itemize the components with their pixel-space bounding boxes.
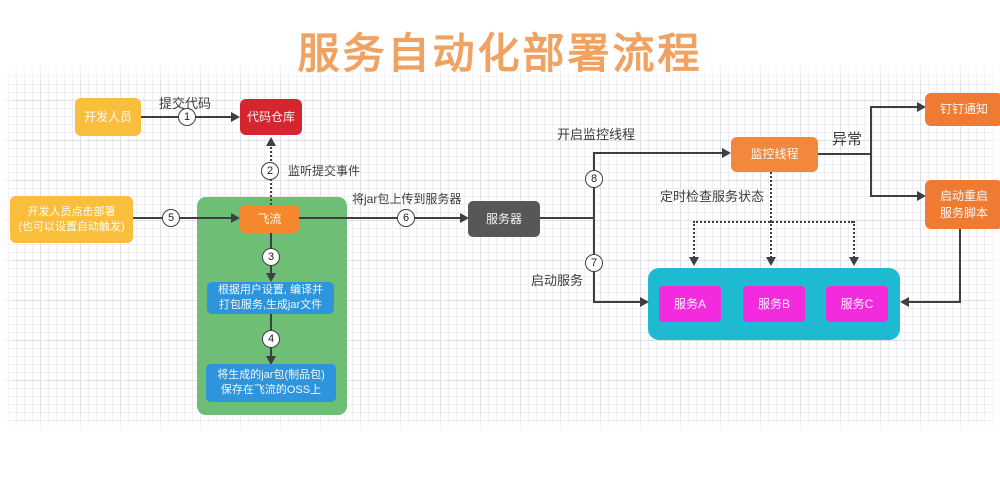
arrowhead-into-dingtalk bbox=[917, 102, 926, 112]
check-status-drop-c bbox=[853, 221, 855, 258]
arrowhead-into-server bbox=[460, 213, 469, 223]
node-dev-click-line1: 开发人员点击部署 bbox=[27, 205, 116, 218]
branch-vertical-line bbox=[593, 153, 595, 303]
node-feiliu: 飞流 bbox=[240, 205, 299, 233]
step-6-badge: 6 bbox=[397, 209, 415, 227]
step-8-badge: 8 bbox=[585, 170, 603, 188]
edge-server-branch-line bbox=[540, 217, 595, 219]
arrowhead-into-feiliu bbox=[231, 213, 240, 223]
node-developer-label: 开发人员 bbox=[83, 109, 132, 124]
node-dev-click-deploy: 开发人员点击部署 (也可以设置自动触发) bbox=[10, 196, 133, 243]
edge-exception-line bbox=[818, 153, 872, 155]
node-developer: 开发人员 bbox=[75, 98, 141, 136]
node-restart-line1: 启动重启 bbox=[939, 189, 988, 204]
arrowhead-check-service-c bbox=[849, 257, 859, 266]
node-save-oss-line2: 保存在飞流的OSS上 bbox=[220, 384, 322, 396]
step-4-badge: 4 bbox=[262, 330, 280, 348]
node-code-repo-label: 代码仓库 bbox=[246, 109, 295, 124]
node-monitor-thread: 监控线程 bbox=[731, 137, 818, 172]
edge-label-exception: 异常 bbox=[832, 131, 863, 148]
node-monitor-thread-label: 监控线程 bbox=[750, 147, 799, 162]
edge-deploy-line bbox=[133, 217, 232, 219]
check-status-stem-dotted bbox=[770, 172, 772, 222]
step-2-badge: 2 bbox=[261, 162, 279, 180]
check-status-spread-dotted bbox=[693, 221, 853, 223]
edge-start-service-line bbox=[593, 301, 641, 303]
exception-branch-vertical bbox=[870, 106, 872, 196]
node-server: 服务器 bbox=[468, 201, 540, 237]
node-dev-click-line2: (也可以设置自动触发) bbox=[18, 220, 125, 233]
node-dingtalk-notify: 钉钉通知 bbox=[925, 93, 1000, 126]
node-build: 根据用户设置, 编译并 打包服务,生成jar文件 bbox=[207, 282, 334, 314]
node-restart-line2: 服务脚本 bbox=[939, 205, 988, 220]
arrowhead-into-save-oss bbox=[266, 356, 276, 365]
arrowhead-check-service-a bbox=[689, 257, 699, 266]
node-dingtalk-label: 钉钉通知 bbox=[939, 102, 988, 117]
edge-label-listen-commit: 监听提交事件 bbox=[288, 164, 361, 178]
node-service-a-label: 服务A bbox=[673, 296, 706, 311]
check-status-drop-a bbox=[693, 221, 695, 258]
check-status-drop-b bbox=[770, 221, 772, 258]
node-save-oss-line1: 将生成的jar包(制品包) bbox=[217, 369, 325, 382]
node-service-c-label: 服务C bbox=[840, 296, 874, 311]
node-service-b-label: 服务B bbox=[757, 296, 790, 311]
node-build-line1: 根据用户设置, 编译并 bbox=[217, 284, 324, 297]
arrowhead-into-monitor bbox=[722, 148, 731, 158]
edge-to-dingtalk-line bbox=[870, 106, 918, 108]
arrowhead-into-restart-script bbox=[917, 191, 926, 201]
edge-label-check-status: 定时检查服务状态 bbox=[660, 189, 765, 204]
edge-to-restart-line bbox=[870, 195, 918, 197]
step-5-badge: 5 bbox=[162, 209, 180, 227]
edge-label-upload-jar: 将jar包上传到服务器 bbox=[352, 192, 462, 206]
restart-branch-vertical bbox=[959, 229, 961, 303]
step-1-badge: 1 bbox=[178, 108, 196, 126]
arrowhead-into-build bbox=[266, 273, 276, 282]
step-7-badge: 7 bbox=[585, 254, 603, 272]
node-service-c: 服务C bbox=[826, 286, 888, 322]
edge-start-monitor-line bbox=[593, 152, 723, 154]
graph-paper-background bbox=[0, 60, 1000, 435]
node-server-label: 服务器 bbox=[485, 211, 522, 226]
arrowhead-into-services-right bbox=[900, 297, 909, 307]
arrowhead-into-code-repo bbox=[231, 112, 240, 122]
edge-label-start-service: 启动服务 bbox=[531, 273, 584, 288]
arrowhead-into-code-repo-bottom bbox=[266, 137, 276, 146]
arrowhead-check-service-b bbox=[766, 257, 776, 266]
node-save-oss: 将生成的jar包(制品包) 保存在飞流的OSS上 bbox=[206, 364, 336, 402]
node-restart-script: 启动重启 服务脚本 bbox=[925, 180, 1000, 229]
step-3-badge: 3 bbox=[262, 248, 280, 266]
edge-upload-line bbox=[299, 217, 461, 219]
edge-restart-to-services-line bbox=[908, 301, 961, 303]
edge-label-start-monitor: 开启监控线程 bbox=[557, 127, 636, 142]
node-build-line2: 打包服务,生成jar文件 bbox=[218, 299, 323, 311]
node-code-repo: 代码仓库 bbox=[240, 99, 302, 135]
edge-label-commit-code: 提交代码 bbox=[159, 96, 212, 111]
page-title: 服务自动化部署流程 bbox=[297, 30, 703, 77]
node-feiliu-label: 飞流 bbox=[257, 211, 282, 226]
arrowhead-into-services bbox=[640, 297, 649, 307]
node-service-a: 服务A bbox=[659, 286, 721, 322]
node-service-b: 服务B bbox=[743, 286, 805, 322]
